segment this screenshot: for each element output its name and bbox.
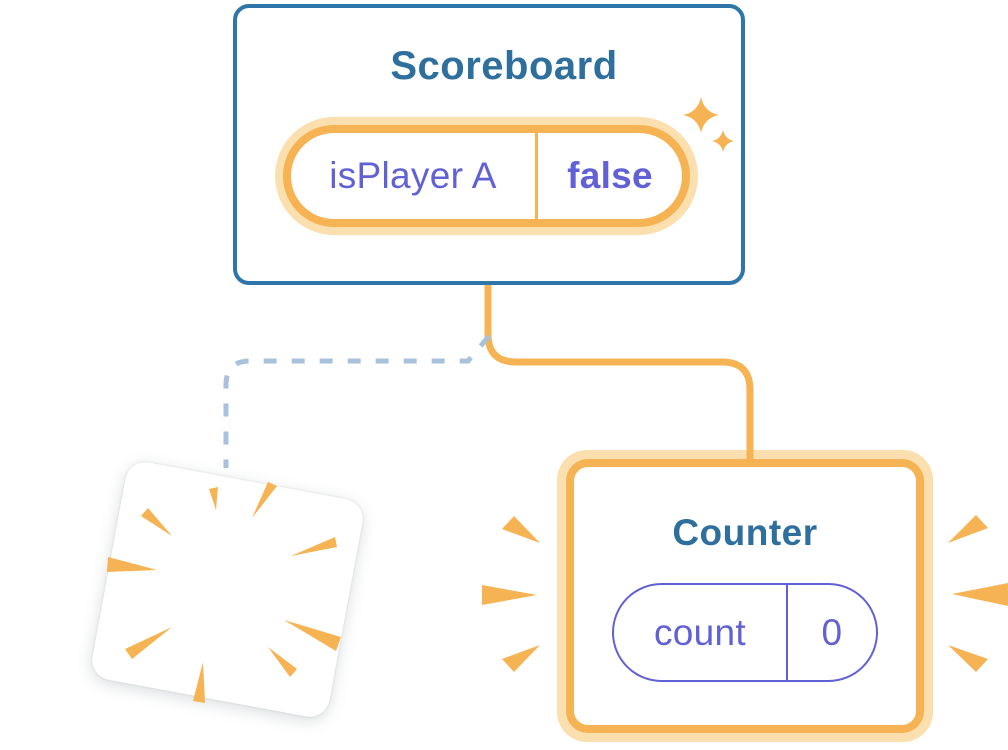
state-pill-body: isPlayer A false — [291, 133, 682, 219]
counter-state-key-label: count — [653, 611, 746, 653]
state-pill-divider — [535, 133, 538, 219]
counter-card — [557, 450, 933, 742]
state-value-label: false — [567, 155, 653, 196]
counter-pill-divider — [786, 585, 788, 680]
connector-solid-line — [484, 285, 754, 461]
counter-state-pill: count 0 — [612, 583, 878, 682]
destroyed-component-card — [88, 458, 367, 721]
counter-title: Counter — [672, 512, 818, 553]
connector-dashed-line — [223, 334, 491, 468]
scoreboard-state-pill: isPlayer A false — [275, 117, 698, 235]
state-key-label: isPlayer A — [329, 155, 497, 196]
counter-state-value-label: 0 — [821, 611, 843, 653]
scoreboard-title: Scoreboard — [390, 44, 618, 88]
state-pill-ring: isPlayer A false — [283, 125, 690, 227]
